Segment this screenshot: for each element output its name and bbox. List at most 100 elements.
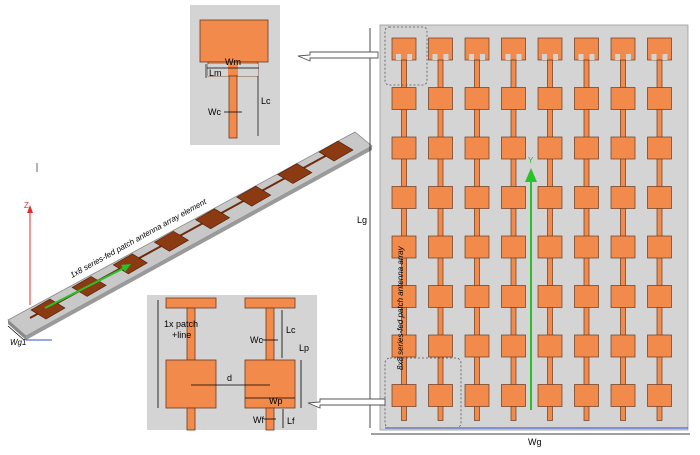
wc-bottom-label: Wc: [250, 335, 263, 345]
array-patch: [391, 87, 417, 110]
array-patch: [610, 334, 636, 358]
array-patch: [574, 87, 599, 110]
iso-patch: [318, 140, 354, 162]
array-patch-notch: [480, 54, 485, 60]
array-vertical-label: 8x8 series-fed patch antenna array: [396, 245, 405, 370]
array-patch-notch: [589, 54, 595, 60]
array-patch-notch: [396, 54, 401, 60]
array-patch: [647, 87, 672, 110]
array-patch: [464, 136, 490, 160]
array-patch: [501, 87, 526, 110]
array-patch: [391, 285, 417, 308]
array-patch: [464, 87, 490, 110]
array-patch: [610, 235, 636, 259]
array-patch: [610, 87, 636, 110]
array-patch: [610, 384, 636, 407]
array-patch: [610, 37, 636, 61]
array-patch: [464, 235, 490, 259]
array-patch: [428, 136, 453, 160]
wf-label: Wf: [253, 415, 264, 425]
patch-line-label-line2: +line: [172, 330, 191, 340]
array-patch: [501, 136, 526, 160]
array-patch: [647, 136, 672, 160]
wp-label: Wp: [269, 396, 283, 406]
array-patch: [501, 37, 526, 61]
array-patch: [537, 334, 563, 358]
z-axis-arrowhead: [27, 205, 33, 213]
lc-label: Lc: [261, 96, 271, 106]
top-callout-arrow: [297, 51, 379, 62]
array-patch: [428, 87, 453, 110]
lg-label: Lg: [357, 215, 367, 225]
array-patch: [537, 37, 563, 61]
array-patch: [537, 235, 563, 259]
z-axis-label: Z: [24, 201, 29, 210]
array-patch-notch: [516, 54, 522, 60]
array-patch: [428, 186, 453, 209]
wm-label: Wm: [225, 57, 241, 67]
bottom-corner-highlight: [384, 357, 462, 429]
array-patch: [537, 87, 563, 110]
array-grid: [391, 37, 672, 421]
top-inset-notch-cut-right: [238, 64, 258, 76]
array-patch-notch: [542, 54, 547, 60]
array-patch-notch: [469, 54, 474, 60]
bottom-inset-element-right: [244, 297, 296, 431]
array-patch-notch: [505, 54, 511, 60]
lf-label: Lf: [287, 416, 295, 426]
y-axis-arrowhead: [525, 168, 537, 182]
array-patch: [428, 384, 453, 407]
d-label: d: [227, 373, 232, 383]
array-patch: [391, 136, 417, 160]
array-patch-notch: [626, 54, 631, 60]
array-patch: [501, 235, 526, 259]
array-patch-notch: [553, 54, 558, 60]
array-patch: [501, 384, 526, 407]
wc-label: Wc: [208, 107, 221, 117]
array-patch-notch: [651, 54, 657, 60]
array-patch: [391, 37, 417, 61]
array-patch: [647, 235, 672, 259]
array-patch: [428, 235, 453, 259]
array-patch: [391, 235, 417, 259]
top-inset-patch: [199, 19, 269, 63]
array-patch: [610, 186, 636, 209]
wg-label: Wg: [528, 437, 542, 447]
patch-line-label-line1: 1x patch: [164, 319, 198, 329]
top-inset: Wm Lm Wc Lc: [190, 5, 280, 145]
array-patch: [428, 334, 453, 358]
iso-patch: [153, 230, 190, 252]
iso-patch: [30, 298, 66, 320]
bottom-inset: 1x patch +line Lc Wc Lp d Wp Wf Lf: [147, 295, 317, 431]
array-patch: [464, 285, 490, 308]
array-patch: [647, 186, 672, 209]
lc-bottom-label: Lc: [286, 325, 296, 335]
array-patch-notch: [615, 54, 620, 60]
array-patch: [647, 334, 672, 358]
array-patch: [391, 334, 417, 358]
array-patch: [574, 186, 599, 209]
array-view: Y 8x8 series-fed patch antenna array Lg …: [357, 24, 690, 447]
array-patch-notch: [432, 54, 438, 60]
array-patch: [647, 37, 672, 61]
bottom-callout-arrow: [307, 398, 386, 409]
array-patch: [537, 285, 563, 308]
array-patch: [428, 37, 453, 61]
array-patch: [501, 186, 526, 209]
top-inset-feed-line: [228, 75, 238, 139]
array-patch: [537, 384, 563, 407]
array-patch-notch: [407, 54, 412, 60]
lm-label: Lm: [209, 68, 222, 78]
array-patch: [610, 285, 636, 308]
patch-line-label: 1x patch +line: [164, 319, 201, 340]
array-patch: [501, 285, 526, 308]
lp-label: Lp: [299, 343, 309, 353]
iso-feed-arrowhead: [121, 264, 131, 272]
array-patch: [574, 334, 599, 358]
iso-feed-arrow: [44, 265, 129, 309]
array-patch-notch: [443, 54, 449, 60]
array-patch: [391, 186, 417, 209]
array-patch-notch: [578, 54, 584, 60]
array-substrate: [379, 24, 689, 431]
